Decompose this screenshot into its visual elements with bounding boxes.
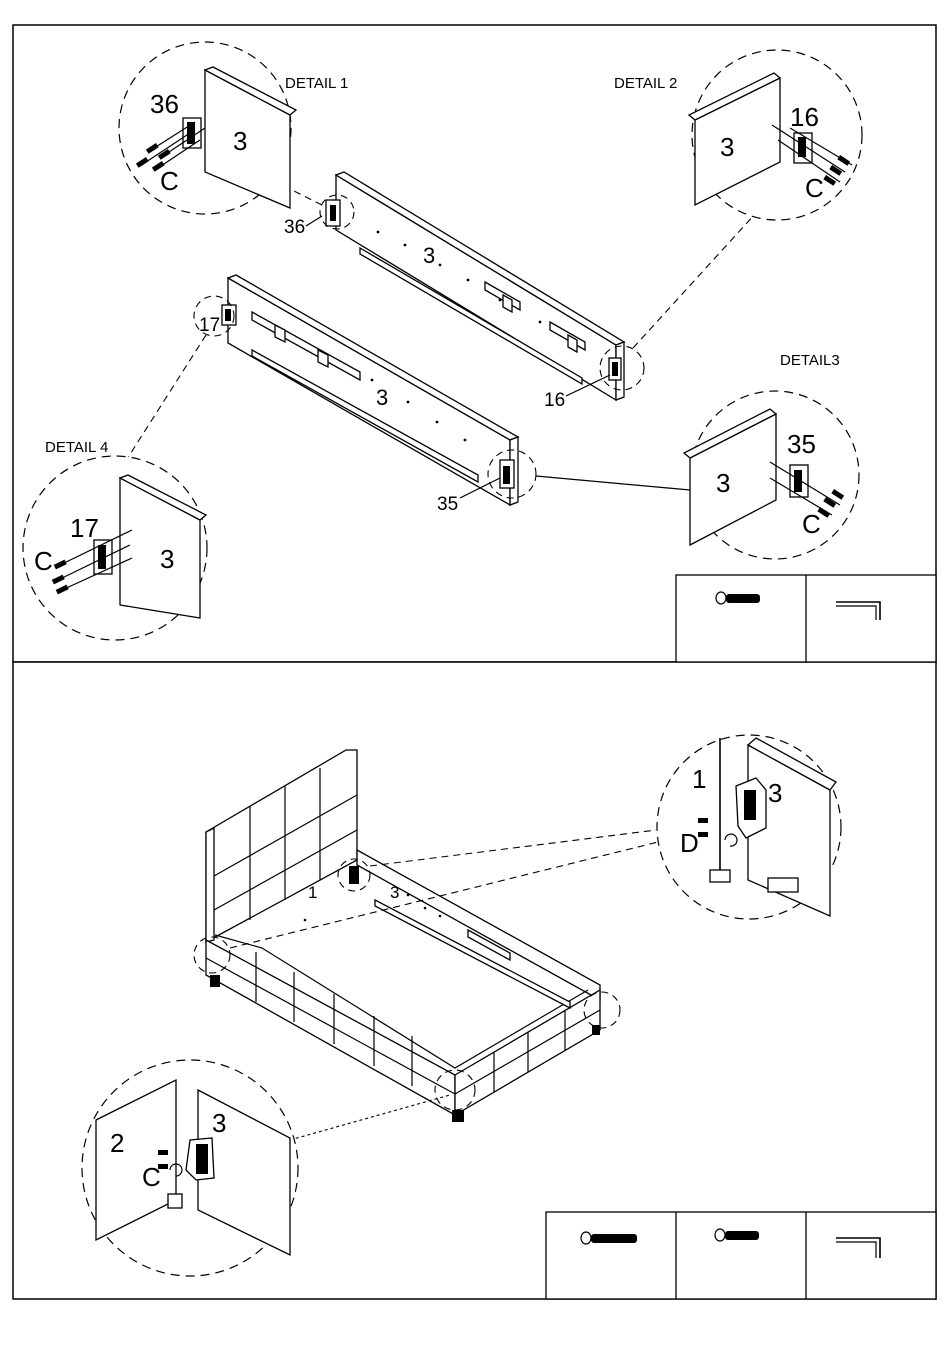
detail-2-panel-number: 3 <box>720 132 734 162</box>
detail-2-screw-code: C <box>805 173 824 203</box>
step2-detail-top: 1 3 D <box>657 735 841 919</box>
detail-1-title: DETAIL 1 <box>285 75 348 92</box>
detail-2-title: DETAIL 2 <box>614 75 677 92</box>
lower-rail-left-callout: 17 <box>199 315 220 336</box>
detail-1-screw-code: C <box>160 166 179 196</box>
lower-rail-label: 3 <box>376 385 388 410</box>
step2-bottom-footboard-number: 2 <box>110 1128 124 1158</box>
upper-rail-label: 3 <box>423 243 435 268</box>
detail-3-title: DETAIL3 <box>780 352 840 369</box>
detail-1-bracket-number: 36 <box>150 89 179 119</box>
step2-bottom-rail-number: 3 <box>212 1108 226 1138</box>
detail-4-title: DETAIL 4 <box>45 439 108 456</box>
lower-rail-right-callout: 35 <box>437 494 458 515</box>
detail-3-screw-code: C <box>802 509 821 539</box>
detail-1-panel-number: 3 <box>233 126 247 156</box>
detail-4-bracket-number: 17 <box>70 513 99 543</box>
step2-top-rail-number: 3 <box>768 778 782 808</box>
bed-headboard-label: 1 <box>308 883 317 902</box>
bed-rail-label: 3 <box>390 883 399 902</box>
detail-3-panel-number: 3 <box>716 468 730 498</box>
detail-3-bracket-number: 35 <box>787 429 816 459</box>
step2-detail-bottom: 2 3 C <box>82 1060 298 1276</box>
detail-4-screw-code: C <box>34 546 53 576</box>
upper-rail-left-callout: 36 <box>284 217 305 238</box>
detail-2-bracket-number: 16 <box>790 102 819 132</box>
upper-rail-right-callout: 16 <box>544 390 565 411</box>
step2-top-screw-code: D <box>680 828 699 858</box>
step2-bottom-screw-code: C <box>142 1162 161 1192</box>
detail-4-panel-number: 3 <box>160 544 174 574</box>
step1-tools-table <box>676 575 936 662</box>
step2-tools-table <box>546 1212 936 1299</box>
step2-top-headboard-number: 1 <box>692 764 706 794</box>
